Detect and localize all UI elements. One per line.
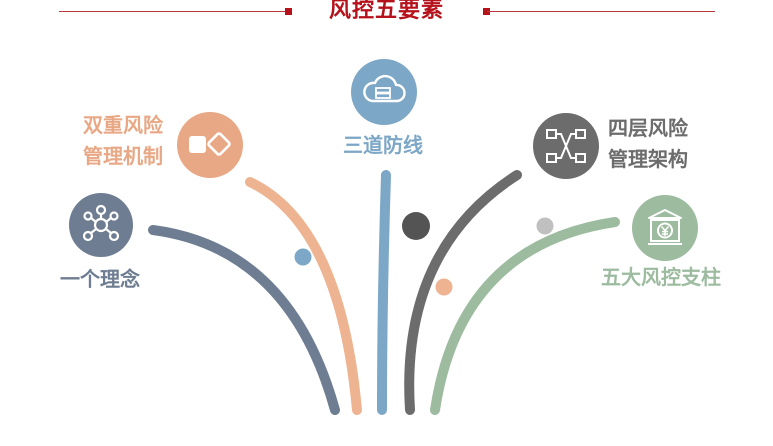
title-dot-right bbox=[483, 8, 490, 15]
four-layer-label-line-1: 四层风险 bbox=[608, 116, 688, 140]
dual-mechanism-label: 双重风险 管理机制 bbox=[83, 110, 163, 172]
accent-dot-dark bbox=[402, 212, 430, 240]
square-diamond-icon bbox=[189, 132, 231, 156]
four-layer-badge bbox=[533, 113, 599, 179]
title-rule-right bbox=[487, 11, 715, 12]
pillars-badge bbox=[632, 195, 698, 261]
title-dot-left bbox=[285, 8, 292, 15]
dual-mechanism-badge bbox=[177, 112, 243, 178]
arc-pillars bbox=[430, 217, 620, 415]
four-layer-label: 四层风险 管理架构 bbox=[608, 113, 688, 175]
pillars-label: 五大风控支柱 bbox=[601, 265, 721, 289]
cloud-server-icon bbox=[363, 74, 406, 103]
four-layer-label-line-2: 管理架构 bbox=[608, 147, 688, 171]
network-nodes-icon bbox=[82, 204, 120, 242]
arc-dual-mechanism bbox=[245, 177, 362, 415]
accent-dot-grey bbox=[536, 217, 554, 235]
three-lines-badge bbox=[351, 59, 417, 125]
concept-label: 一个理念 bbox=[60, 267, 140, 291]
three-lines-label: 三道防线 bbox=[343, 133, 423, 157]
page-title: 风控五要素 bbox=[328, 0, 444, 23]
concept-badge bbox=[69, 193, 133, 257]
dual-mechanism-label-line-1: 双重风险 bbox=[83, 113, 163, 137]
title-rule-left bbox=[59, 11, 290, 12]
bank-yen-icon bbox=[648, 209, 682, 245]
arc-concept bbox=[148, 225, 340, 415]
accent-dot-peach bbox=[435, 278, 453, 296]
arc-three-lines bbox=[377, 170, 391, 415]
accent-dot-blue bbox=[294, 248, 312, 266]
connected-boxes-icon bbox=[546, 129, 586, 163]
dual-mechanism-label-line-2: 管理机制 bbox=[83, 144, 163, 168]
arc-four-layer bbox=[404, 170, 522, 415]
